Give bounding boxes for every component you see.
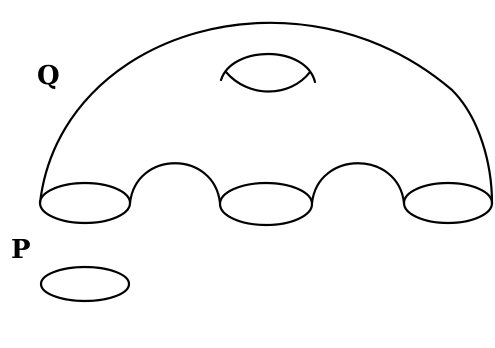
arch-right (312, 163, 404, 203)
label-p: P (11, 235, 31, 265)
boundary-circle-1 (40, 183, 130, 223)
arch-left (130, 163, 220, 203)
circle-p (41, 267, 129, 301)
handle-top-arc (221, 54, 315, 82)
dome-arc (40, 23, 492, 203)
label-q: Q (37, 61, 60, 91)
handle-bottom-arc (226, 72, 310, 92)
boundary-circle-3 (404, 183, 492, 223)
boundary-circle-2 (220, 183, 312, 225)
